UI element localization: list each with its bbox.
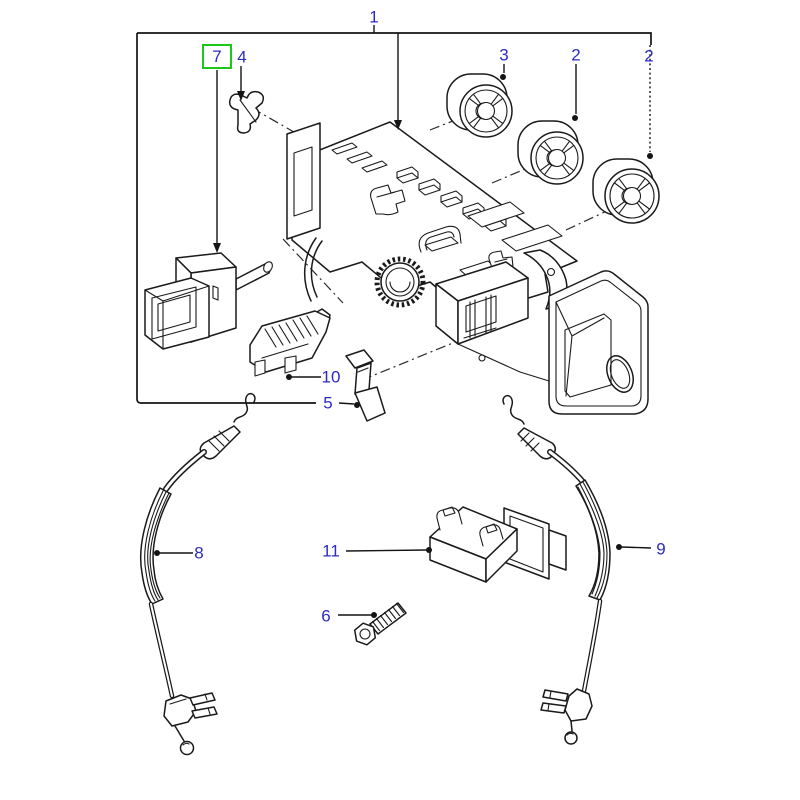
part4-clip-drawing bbox=[228, 90, 265, 134]
callout-label-3[interactable]: 3 bbox=[499, 45, 509, 65]
callout-label-9[interactable]: 9 bbox=[656, 539, 666, 559]
knob2a-drawing bbox=[517, 120, 584, 185]
cable9-drawing bbox=[502, 394, 611, 745]
knob2b-drawing bbox=[592, 158, 660, 224]
part7-switch-drawing bbox=[144, 252, 273, 350]
callout-label-2b[interactable]: 2 bbox=[644, 46, 654, 66]
callout-label-2a[interactable]: 2 bbox=[571, 45, 581, 65]
callout-highlight-box[interactable]: 7 bbox=[202, 44, 232, 69]
assembly-frame bbox=[136, 32, 652, 404]
part10-connector-drawing bbox=[249, 308, 331, 377]
housing-drawing bbox=[286, 121, 649, 415]
callout-label-6[interactable]: 6 bbox=[321, 606, 331, 626]
callout-label-11[interactable]: 11 bbox=[322, 541, 340, 561]
callout-leaders bbox=[154, 25, 653, 618]
callout-label-10[interactable]: 10 bbox=[321, 367, 341, 387]
part6-screw-drawing bbox=[353, 602, 407, 646]
knob3-drawing bbox=[446, 73, 513, 138]
callout-label-1[interactable]: 1 bbox=[369, 7, 379, 27]
gear-drawing bbox=[374, 256, 426, 308]
callout-label-7[interactable]: 7 bbox=[212, 47, 222, 66]
part5-clip-drawing bbox=[345, 349, 386, 422]
callout-label-8[interactable]: 8 bbox=[194, 543, 204, 563]
part11-resistor-drawing bbox=[429, 506, 567, 583]
callout-label-4[interactable]: 4 bbox=[237, 47, 247, 67]
cable8-drawing bbox=[139, 392, 256, 756]
callout-label-5[interactable]: 5 bbox=[323, 393, 333, 413]
